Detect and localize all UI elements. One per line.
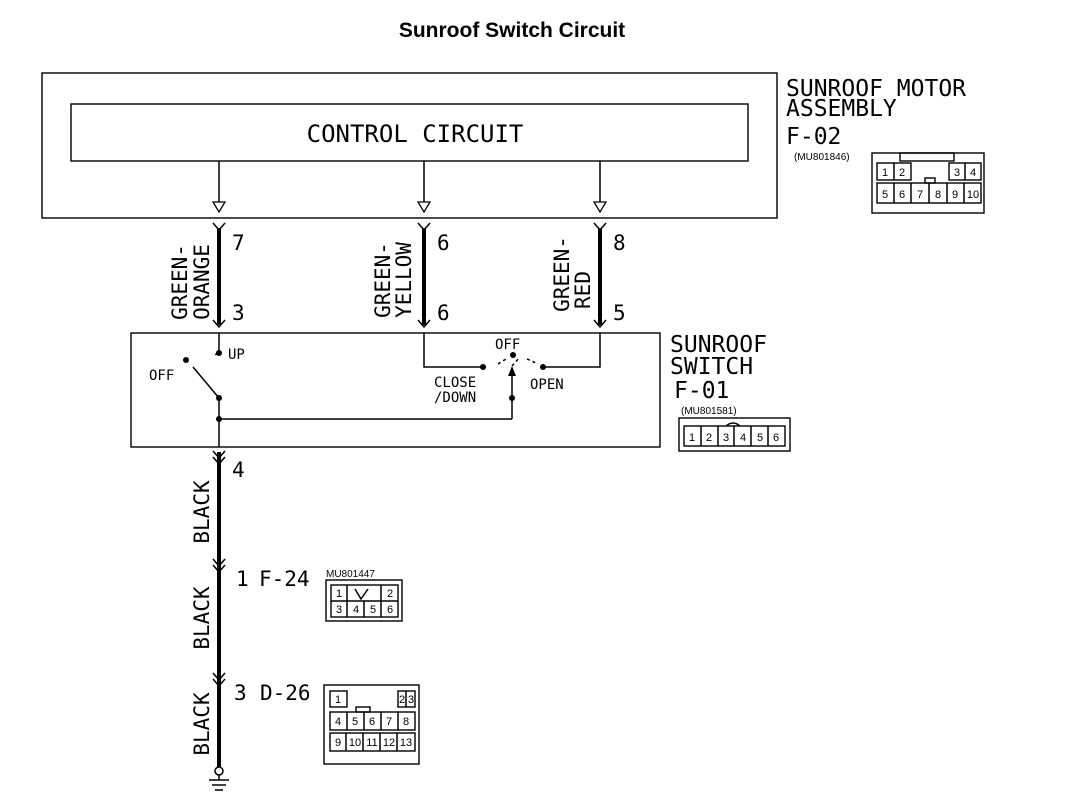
connector-d26: 1 2 3 4 5 6 7 8 9 10 11 12 13 (323, 684, 420, 765)
f01-cell-6: 6 (773, 432, 779, 444)
ground-segment-1: BLACK (190, 480, 214, 544)
control-circuit-box (70, 103, 749, 162)
joint1-connector-id: F-24 (259, 567, 310, 591)
f02-cell-9: 9 (952, 189, 958, 201)
switch-label-open: OPEN (530, 377, 564, 393)
connector-f02: 1 2 3 4 5 6 7 8 9 10 (871, 152, 985, 214)
motor-assembly-box (41, 72, 778, 219)
f01-cell-1: 1 (689, 432, 695, 444)
d26-cell-12: 12 (383, 737, 395, 749)
f02-cell-4: 4 (970, 167, 976, 179)
f24-cell-3: 3 (336, 604, 342, 616)
wire2-pin-bottom: 6 (437, 301, 450, 325)
joint1-part-number: MU801447 (326, 569, 375, 580)
joint1-pin: 1 (236, 567, 249, 591)
f24-cell-4: 4 (353, 604, 359, 616)
wire1-color-2: ORANGE (190, 244, 214, 320)
ground-wire (209, 450, 229, 791)
ground-segment-3: BLACK (190, 692, 214, 756)
d26-cell-3: 3 (408, 694, 414, 706)
motor-assembly-name-1: SUNROOF MOTOR (786, 76, 966, 102)
f02-cell-10: 10 (967, 189, 979, 201)
d26-cell-7: 7 (386, 716, 392, 728)
control-output-arrows (211, 161, 608, 214)
d26-cell-6: 6 (369, 716, 375, 728)
joint2-connector-id: D-26 (260, 681, 311, 705)
switch-box (130, 332, 661, 448)
wire3-pin-bottom: 5 (613, 301, 626, 325)
f02-cell-8: 8 (935, 189, 941, 201)
f01-cell-3: 3 (723, 432, 729, 444)
f01-cell-5: 5 (757, 432, 763, 444)
wire3-color-2: RED (571, 271, 595, 309)
d26-cell-9: 9 (335, 737, 341, 749)
d26-cell-1: 1 (335, 694, 341, 706)
wire3-pin-top: 8 (613, 231, 626, 255)
d26-cell-13: 13 (400, 737, 412, 749)
motor-assembly-name-2: ASSEMBLY (786, 96, 897, 122)
wire1-pin-bottom: 3 (232, 301, 245, 325)
f02-cell-2: 2 (899, 167, 905, 179)
switch-connector-id: F-01 (674, 378, 729, 404)
switch-name-2: SWITCH (670, 354, 753, 380)
f02-cell-6: 6 (899, 189, 905, 201)
f02-cell-7: 7 (917, 189, 923, 201)
control-circuit-label: CONTROL CIRCUIT (307, 120, 524, 148)
connector-f24: 1 2 3 4 5 6 (325, 579, 403, 622)
f02-cell-5: 5 (882, 189, 888, 201)
d26-cell-8: 8 (403, 716, 409, 728)
switch-label-close-1: CLOSE (434, 375, 476, 391)
d26-cell-2: 2 (399, 694, 405, 706)
switch-part-number: (MU801581) (681, 406, 737, 417)
f24-cell-5: 5 (370, 604, 376, 616)
wire1-color-1: GREEN- (168, 244, 192, 320)
d26-cell-11: 11 (366, 737, 377, 749)
f02-cell-1: 1 (882, 167, 888, 179)
motor-part-number: (MU801846) (794, 152, 850, 163)
ground-pin-switch: 4 (232, 458, 245, 482)
joint2-pin: 3 (234, 681, 247, 705)
wire2-color-1: GREEN- (371, 242, 395, 318)
d26-cell-10: 10 (349, 737, 361, 749)
d26-cell-4: 4 (335, 716, 341, 728)
ground-segment-2: BLACK (190, 586, 214, 650)
switch-label-off-mid: OFF (495, 337, 520, 353)
wire3-color-1: GREEN- (550, 236, 574, 312)
d26-cell-5: 5 (352, 716, 358, 728)
switch-label-close-2: /DOWN (434, 390, 476, 406)
f24-cell-2: 2 (387, 588, 393, 600)
f01-cell-4: 4 (740, 432, 746, 444)
f24-cell-1: 1 (336, 588, 342, 600)
switch-label-off-left: OFF (149, 368, 174, 384)
harness-wires (212, 222, 607, 329)
switch-label-up: UP (228, 347, 245, 363)
switch-name-1: SUNROOF (670, 332, 767, 358)
wire1-pin-top: 7 (232, 231, 245, 255)
switch-internals (183, 333, 601, 447)
connector-f01: 1 2 3 4 5 6 (678, 417, 791, 452)
f24-cell-6: 6 (387, 604, 393, 616)
motor-connector-id: F-02 (786, 124, 841, 150)
wire2-pin-top: 6 (437, 231, 450, 255)
wire2-color-2: YELLOW (392, 242, 416, 318)
f02-cell-3: 3 (954, 167, 960, 179)
diagram-title: Sunroof Switch Circuit (399, 19, 625, 42)
f01-cell-2: 2 (706, 432, 712, 444)
